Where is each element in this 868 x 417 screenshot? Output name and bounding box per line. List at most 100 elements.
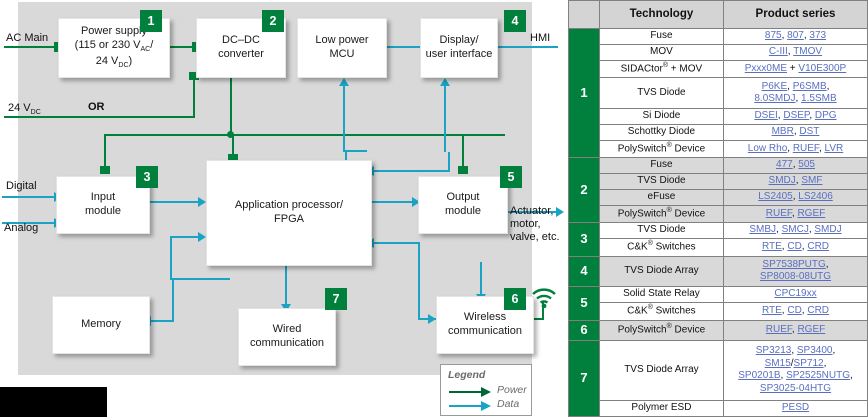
product-link[interactable]: SMBJ: [749, 224, 777, 236]
block-display-user-interface[interactable]: Display/ user interface: [420, 18, 498, 78]
product-link[interactable]: V10E300P: [798, 62, 847, 74]
product-link[interactable]: SP3213: [755, 345, 792, 357]
product-series-cell[interactable]: SP7538PUTG,SP8008-08UTG: [723, 255, 868, 288]
product-link[interactable]: LS2405: [758, 191, 793, 203]
product-link[interactable]: SMCJ: [781, 224, 809, 236]
product-series-cell[interactable]: Low Rho, RUEF, LVR: [723, 139, 868, 159]
output-line2: module: [444, 205, 482, 217]
legend-data-label: Data: [497, 398, 520, 410]
product-link[interactable]: C-III: [768, 46, 788, 58]
product-link[interactable]: PESD: [781, 402, 810, 414]
product-link[interactable]: SP712: [793, 357, 824, 369]
badge-2: 2: [262, 10, 284, 32]
product-link[interactable]: RGEF: [797, 207, 826, 219]
product-link[interactable]: SP8008-08UTG: [759, 271, 832, 283]
product-link[interactable]: CRD: [807, 241, 830, 253]
product-link[interactable]: CRD: [807, 305, 830, 317]
arrow-to-wireless: [428, 314, 436, 324]
product-link[interactable]: SM15: [764, 357, 791, 369]
block-wired-communication[interactable]: Wired communication: [238, 308, 336, 366]
product-link[interactable]: SMDJ: [814, 224, 842, 236]
product-link[interactable]: MBR: [771, 125, 794, 137]
product-link[interactable]: CPC19xx: [774, 288, 817, 300]
product-link[interactable]: SP3400: [796, 345, 833, 357]
product-link[interactable]: RUEF: [792, 142, 819, 154]
technology-cell: PolySwitch® Device: [598, 204, 725, 224]
power-supply-line3: 24 VDC): [95, 54, 133, 70]
product-link[interactable]: RUEF: [765, 323, 792, 335]
product-link[interactable]: SP7538PUTG: [762, 258, 826, 270]
product-link[interactable]: TMOV: [793, 46, 823, 58]
product-series-cell[interactable]: 477, 505: [723, 157, 868, 174]
product-series-cell[interactable]: PESD: [723, 399, 868, 417]
product-link[interactable]: RTE: [761, 305, 782, 317]
product-series-cell[interactable]: MBR, DST: [723, 123, 868, 141]
product-link[interactable]: DSEP: [783, 110, 810, 122]
technology-cell: TVS Diode Array: [598, 255, 725, 288]
product-link[interactable]: 373: [809, 30, 827, 42]
product-link[interactable]: RUEF: [765, 207, 792, 219]
product-link[interactable]: SMF: [801, 175, 823, 187]
product-link[interactable]: P6SMB: [792, 80, 827, 92]
wire-24vdc: [4, 116, 195, 118]
header-technology: Technology: [598, 0, 725, 29]
product-series-cell[interactable]: RTE, CD, CRD: [723, 302, 868, 321]
product-link[interactable]: RTE: [761, 241, 782, 253]
badge-4: 4: [504, 10, 526, 32]
product-series-cell[interactable]: RUEF, RGEF: [723, 204, 868, 224]
block-wireless-communication[interactable]: Wireless communication: [436, 296, 534, 354]
product-series-cell[interactable]: Pxxx0ME + V10E300P: [723, 59, 868, 79]
product-link[interactable]: DPG: [814, 110, 837, 122]
product-link[interactable]: SP2525NUTG: [786, 370, 850, 382]
header-product-series: Product series: [723, 0, 868, 29]
product-link[interactable]: Low Rho: [747, 142, 788, 154]
product-series-cell[interactable]: C-III, TMOV: [723, 43, 868, 61]
block-memory[interactable]: Memory: [52, 296, 150, 354]
product-link[interactable]: 505: [798, 159, 815, 171]
badge-3: 3: [136, 166, 158, 188]
block-application-processor[interactable]: Application processor/ FPGA: [206, 160, 372, 266]
product-link[interactable]: SP3025-04HTG: [759, 382, 832, 394]
product-series-cell[interactable]: P6KE, P6SMB,8.0SMDJ, 1.5SMB: [723, 77, 868, 109]
product-link[interactable]: 1.5SMB: [801, 93, 837, 105]
product-link[interactable]: 807: [787, 30, 804, 42]
product-link[interactable]: SMDJ: [768, 175, 796, 187]
wire-dcdc-down: [230, 78, 232, 136]
group-index-cell: 3: [568, 222, 600, 257]
product-series-cell[interactable]: SP3213, SP3400, SM15/SP712,SP0201B, SP25…: [723, 339, 868, 401]
block-input-module[interactable]: Input module: [56, 176, 150, 234]
arrow-lower-left-in: [198, 232, 206, 242]
product-series-cell[interactable]: RTE, CD, CRD: [723, 238, 868, 257]
product-series-cell[interactable]: SMBJ, SMCJ, SMDJ: [723, 222, 868, 240]
product-link[interactable]: CD: [787, 305, 802, 317]
product-series-cell[interactable]: 875, 807, 373: [723, 28, 868, 45]
block-output-module[interactable]: Output module: [418, 176, 508, 234]
product-series-cell[interactable]: LS2405, LS2406: [723, 188, 868, 206]
product-link[interactable]: 875: [764, 30, 782, 42]
product-link[interactable]: Pxxx0ME: [744, 62, 787, 74]
block-diagram: Power supply (115 or 230 VAC/ 24 VDC) 1 …: [0, 2, 564, 417]
wire-mcu-branch: [343, 150, 367, 152]
product-link[interactable]: LVR: [824, 142, 844, 154]
product-link[interactable]: RGEF: [797, 323, 826, 335]
product-series-cell[interactable]: RUEF, RGEF: [723, 319, 868, 341]
block-low-power-mcu[interactable]: Low power MCU: [297, 18, 387, 78]
product-link[interactable]: 8.0SMDJ: [754, 93, 796, 105]
product-series-cell[interactable]: CPC19xx: [723, 286, 868, 304]
product-link[interactable]: DST: [799, 125, 820, 137]
product-link[interactable]: CD: [787, 241, 802, 253]
product-series-cell[interactable]: DSEI, DSEP, DPG: [723, 107, 868, 125]
product-link[interactable]: DSEI: [754, 110, 778, 122]
product-series-cell[interactable]: SMDJ, SMF: [723, 172, 868, 190]
product-link[interactable]: 477: [776, 159, 793, 171]
product-link[interactable]: P6KE: [761, 80, 788, 92]
product-link[interactable]: LS2406: [798, 191, 833, 203]
arrow-input-to-app: [198, 197, 206, 207]
product-link[interactable]: SP0201B: [738, 370, 781, 382]
label-digital: Digital: [6, 180, 37, 192]
